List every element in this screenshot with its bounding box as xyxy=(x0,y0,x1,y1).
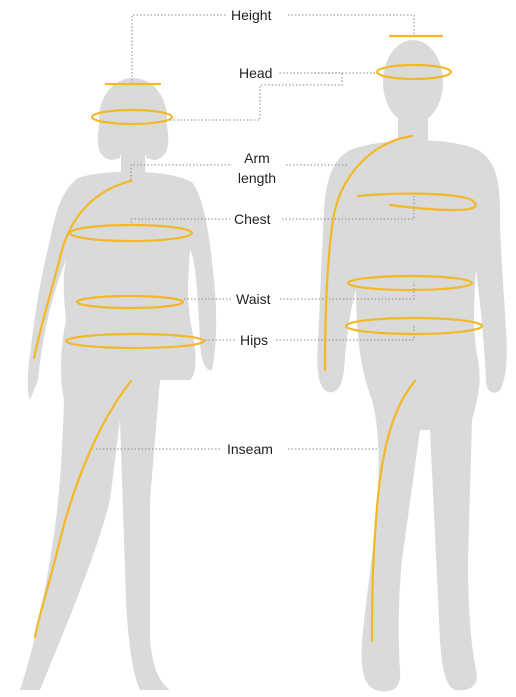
arm-label-line2: length xyxy=(232,168,282,188)
height-connector-left xyxy=(132,15,226,84)
waist-label: Waist xyxy=(233,290,273,308)
arm-length-label: Arm length xyxy=(232,148,282,188)
arm-label-line1: Arm xyxy=(232,148,282,168)
chest-label: Chest xyxy=(231,210,274,228)
inseam-label: Inseam xyxy=(224,440,276,458)
head-label: Head xyxy=(236,64,275,82)
height-connector-right xyxy=(288,15,414,36)
male-silhouette xyxy=(317,40,506,691)
height-label: Height xyxy=(228,6,274,24)
hips-label: Hips xyxy=(237,331,271,349)
female-silhouette xyxy=(20,78,216,690)
